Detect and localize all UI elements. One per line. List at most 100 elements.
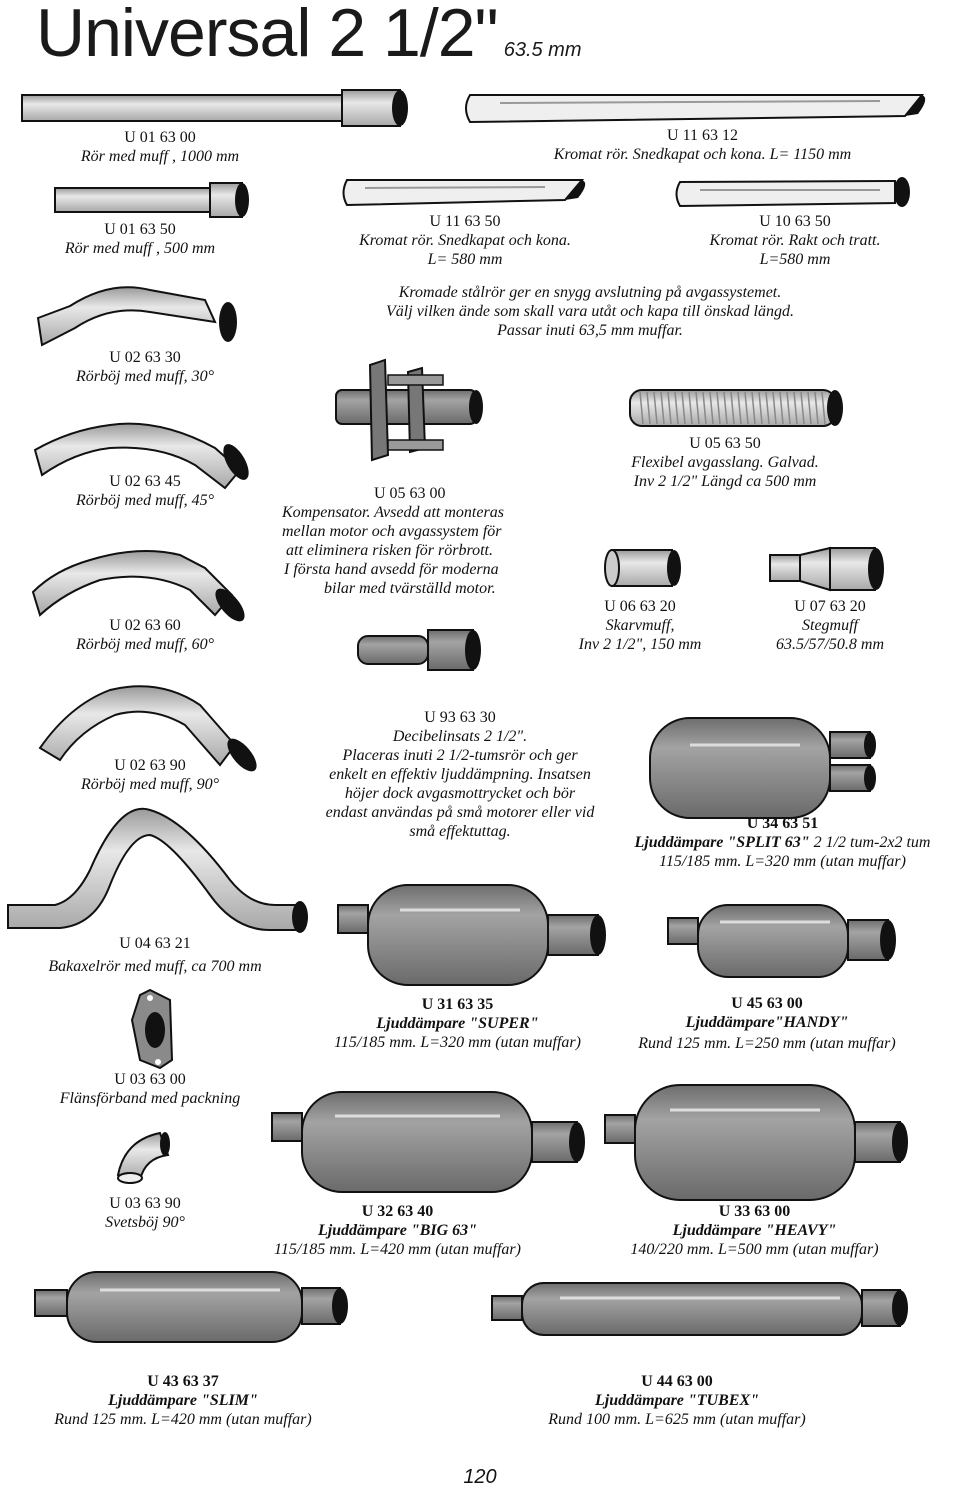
product-desc: Placeras inuti 2 1/2-tumsrör och ger — [342, 747, 578, 764]
product-name: Ljuddämpare"HANDY" — [685, 1014, 849, 1031]
product-desc: mellan motor och avgassystem för — [282, 523, 502, 540]
muffler-big63-image — [271, 1091, 585, 1193]
flange-gasket-image — [130, 988, 174, 1070]
flex-hose-image — [629, 389, 843, 427]
product-u056350: U 05 63 50 Flexibel avgasslang. Galvad. … — [600, 434, 850, 491]
product-name: Kromat rör. Snedkapat och kona. L= 1150 … — [553, 146, 852, 163]
product-desc: höjer dock avgasmottrycket och bör — [344, 785, 576, 802]
product-code: U 45 63 00 — [731, 995, 803, 1012]
product-u446300: U 44 63 00 Ljuddämpare "TUBEX" Rund 100 … — [522, 1372, 832, 1429]
hose-rib — [730, 391, 735, 425]
product-name: Flänsförband med packning — [59, 1090, 241, 1107]
product-detail: L=580 mm — [759, 251, 831, 268]
hose-rib — [667, 391, 672, 425]
product-code: U 05 63 50 — [689, 435, 761, 452]
note-line: Kromade stålrör ger en snygg avslutning … — [398, 284, 782, 301]
product-desc: bilar med tvärställd motor. — [324, 580, 496, 597]
product-u116312: U 11 63 12 Kromat rör. Snedkapat och kon… — [520, 126, 885, 164]
product-u336300: U 33 63 00 Ljuddämpare "HEAVY" 140/220 m… — [602, 1202, 907, 1259]
coupler-sleeve-image — [604, 549, 681, 587]
product-desc: små effektuttag. — [409, 823, 511, 840]
hose-rib — [744, 391, 749, 425]
product-name: Rörböj med muff, 90° — [81, 776, 219, 793]
product-u026345: U 02 63 45 Rörböj med muff, 45° — [50, 472, 240, 510]
product-desc: enkelt en effektiv ljuddämpning. Insatse… — [329, 766, 591, 783]
hose-rib — [688, 391, 693, 425]
product-name: Rör med muff , 500 mm — [64, 240, 216, 257]
product-name: Skarvmuff, — [605, 617, 675, 634]
product-u936330: U 93 63 30 Decibelinsats 2 1/2". Placera… — [295, 708, 625, 841]
product-code: U 34 63 51 — [746, 815, 819, 832]
bend-90-image — [38, 685, 257, 772]
hose-rib — [772, 391, 777, 425]
hose-rib — [702, 391, 707, 425]
step-coupler-image — [769, 546, 884, 592]
product-detail: L= 580 mm — [427, 251, 503, 268]
product-name-tail: 2 1/2 tum-2x2 tum — [809, 834, 931, 851]
hose-rib — [653, 391, 658, 425]
weld-elbow-image — [116, 1131, 170, 1184]
product-desc: Decibelinsats 2 1/2". — [392, 728, 528, 745]
hose-rib — [716, 391, 721, 425]
muffler-tubex-image — [491, 1282, 908, 1336]
product-name: Svetsböj 90° — [105, 1214, 185, 1231]
hose-rib — [737, 391, 742, 425]
product-u106350: U 10 63 50 Kromat rör. Rakt och tratt. L… — [690, 212, 900, 269]
product-code: U 03 63 90 — [109, 1195, 181, 1212]
product-name: Ljuddämpare "SPLIT 63" — [634, 834, 810, 851]
product-desc: att eliminera risken för rörbrott. — [286, 542, 493, 559]
product-name: Flexibel avgasslang. Galvad. — [631, 454, 819, 471]
hose-rib — [723, 391, 728, 425]
bend-45-image — [33, 422, 249, 490]
muffler-slim-image — [34, 1271, 348, 1343]
decibel-insert-image — [357, 629, 481, 671]
hose-rib — [821, 391, 826, 425]
product-u076320: U 07 63 20 Stegmuff 63.5/57/50.8 mm — [755, 597, 905, 654]
product-code: U 31 63 35 — [421, 996, 494, 1013]
hose-rib — [660, 391, 665, 425]
chrome-pipe-1150-image — [465, 94, 926, 124]
product-code: U 43 63 37 — [147, 1373, 219, 1390]
product-u026390: U 02 63 90 Rörböj med muff, 90° — [55, 756, 245, 794]
product-code: U 32 63 40 — [361, 1203, 434, 1220]
product-code: U 04 63 21 — [119, 935, 191, 952]
chrome-pipe-580-straight-image — [675, 177, 910, 208]
product-name: Rör med muff , 1000 mm — [80, 148, 240, 165]
product-u316335: U 31 63 35 Ljuddämpare "SUPER" 115/185 m… — [305, 995, 610, 1052]
muffler-handy-image — [667, 904, 896, 978]
product-detail: Inv 2 1/2", 150 mm — [578, 636, 702, 653]
product-detail: 63.5/57/50.8 mm — [776, 636, 884, 653]
chrome-pipe-note: Kromade stålrör ger en snygg avslutning … — [330, 283, 850, 340]
bend-30-image — [36, 286, 237, 347]
product-desc: endast användas på små motorer eller vid — [325, 804, 595, 821]
product-desc: I första hand avsedd för moderna — [284, 561, 499, 578]
hose-rib — [765, 391, 770, 425]
product-code: U 33 63 00 — [718, 1203, 791, 1220]
title-main: Universal 2 1/2" — [36, 0, 499, 71]
product-name: Kromat rör. Snedkapat och kona. — [359, 232, 571, 249]
product-u036300: U 03 63 00 Flänsförband med packning — [30, 1070, 270, 1108]
product-name: Rörböj med muff, 60° — [76, 636, 214, 653]
title-subtitle: 63.5 mm — [503, 39, 582, 61]
chrome-pipe-580-bevel-image — [342, 179, 586, 207]
product-code: U 11 63 12 — [667, 127, 738, 144]
product-name: Ljuddämpare "BIG 63" — [317, 1222, 478, 1239]
product-code: U 11 63 50 — [429, 213, 501, 230]
product-code: U 05 63 00 — [374, 485, 446, 502]
product-desc: Kompensator. Avsedd att monteras — [282, 504, 504, 521]
product-code: U 06 63 20 — [604, 598, 676, 615]
product-detail: Rund 125 mm. L=420 mm (utan muffar) — [54, 1411, 312, 1428]
hose-rib — [681, 391, 686, 425]
product-name: Ljuddämpare "HEAVY" — [672, 1222, 837, 1239]
hose-rib — [814, 391, 819, 425]
compensator-image — [335, 358, 483, 462]
note-line: Välj vilken ände som skall vara utåt och… — [386, 303, 794, 320]
product-u326340: U 32 63 40 Ljuddämpare "BIG 63" 115/185 … — [245, 1202, 550, 1259]
product-code: U 02 63 45 — [109, 473, 181, 490]
product-detail: 115/185 mm. L=320 mm (utan muffar) — [334, 1034, 581, 1051]
muffler-heavy-image — [604, 1084, 908, 1201]
pipe-500mm-image — [54, 182, 249, 218]
product-u056300: U 05 63 00 Kompensator. Avsedd att monte… — [282, 484, 552, 598]
product-detail: 140/220 mm. L=500 mm (utan muffar) — [630, 1241, 879, 1258]
